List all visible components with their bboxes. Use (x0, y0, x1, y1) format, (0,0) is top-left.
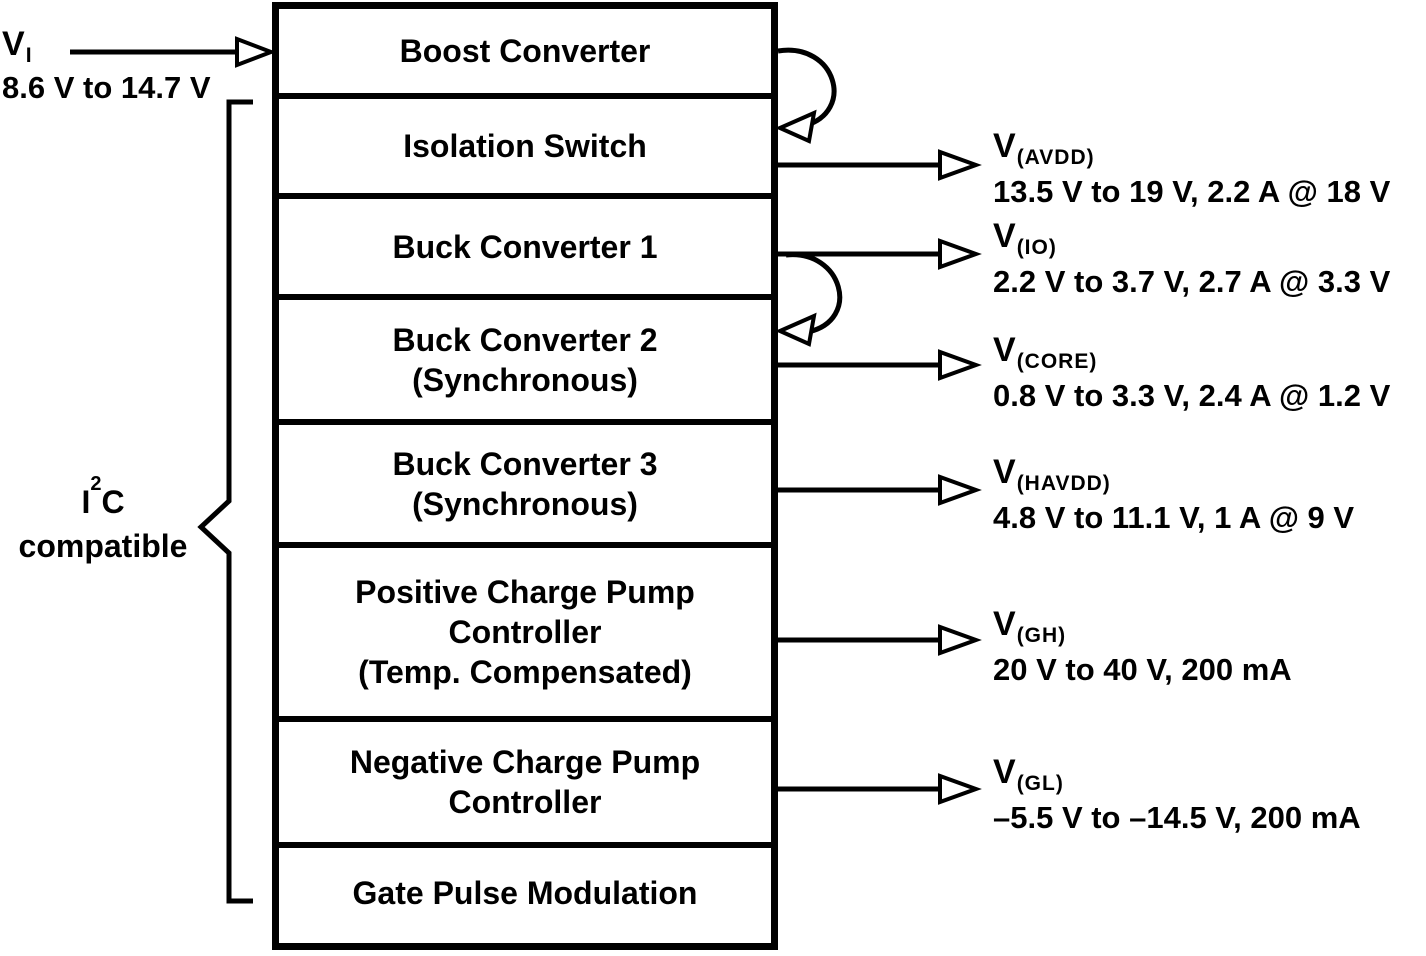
input-voltage-label: VI 8.6 V to 14.7 V (2, 24, 211, 107)
block-label: Buck Converter 3 (392, 445, 658, 482)
block-negative-charge-pump-controller: Negative Charge Pump Controller (279, 722, 771, 848)
converter-block-stack: Boost Converter Isolation Switch Buck Co… (272, 2, 778, 950)
block-label: Negative Charge Pump (349, 744, 701, 780)
block-label: Buck Converter 1 (392, 228, 658, 265)
output-subscript: (GH) (1016, 624, 1067, 647)
block-boost-converter: Boost Converter (279, 9, 771, 99)
block-positive-charge-pump-controller: Positive Charge Pump Controller (Temp. C… (279, 548, 771, 722)
output-spec: 20 V to 40 V, 200 mA (993, 652, 1292, 687)
output-arrow-core (778, 349, 982, 381)
block-label: Positive Charge Pump (355, 574, 695, 610)
output-label-io: V(IO) 2.2 V to 3.7 V, 2.7 A @ 3.3 V (993, 217, 1391, 299)
output-subscript: (CORE) (1016, 350, 1098, 373)
input-symbol-v: V (2, 25, 25, 63)
output-label-havdd: V(HAVDD) 4.8 V to 11.1 V, 1 A @ 9 V (993, 453, 1355, 535)
block-label: Controller (448, 784, 602, 820)
i2c-label-line1: I2C (81, 473, 125, 520)
block-label: Gate Pulse Modulation (352, 874, 698, 911)
output-subscript: (AVDD) (1016, 146, 1095, 169)
output-label-core: V(CORE) 0.8 V to 3.3 V, 2.4 A @ 1.2 V (993, 331, 1391, 413)
boost-feedback-loop-arrow (775, 47, 837, 144)
output-arrow-gl (778, 773, 982, 805)
input-symbol-subscript: I (25, 44, 33, 67)
output-spec: –5.5 V to –14.5 V, 200 mA (993, 800, 1361, 835)
block-buck-converter-3: Buck Converter 3 (Synchronous) (279, 425, 771, 548)
block-label: (Temp. Compensated) (358, 654, 692, 690)
output-subscript: (IO) (1016, 236, 1057, 259)
output-arrow-gh (778, 624, 982, 656)
output-label-gl: V(GL) –5.5 V to –14.5 V, 200 mA (993, 753, 1361, 835)
output-spec: 0.8 V to 3.3 V, 2.4 A @ 1.2 V (993, 378, 1391, 413)
buck-feedback-loop-arrow (775, 252, 843, 347)
output-subscript: (HAVDD) (1016, 472, 1111, 495)
output-subscript: (GL) (1016, 772, 1064, 795)
block-buck-converter-2: Buck Converter 2 (Synchronous) (279, 300, 771, 425)
block-label: Isolation Switch (403, 128, 647, 164)
output-label-avdd: V(AVDD) 13.5 V to 19 V, 2.2 A @ 18 V (993, 127, 1391, 209)
block-gate-pulse-modulation: Gate Pulse Modulation (279, 848, 771, 937)
input-voltage-range: 8.6 V to 14.7 V (2, 70, 211, 105)
i2c-brace (197, 99, 253, 904)
block-label: Boost Converter (399, 33, 651, 69)
input-voltage-symbol: VI (2, 24, 211, 69)
block-label: Controller (448, 614, 602, 650)
block-buck-converter-1: Buck Converter 1 (279, 199, 771, 300)
output-arrow-havdd (778, 474, 982, 506)
output-label-gh: V(GH) 20 V to 40 V, 200 mA (993, 605, 1292, 687)
block-label: (Synchronous) (412, 361, 638, 398)
output-spec: 4.8 V to 11.1 V, 1 A @ 9 V (993, 500, 1355, 535)
block-label: Buck Converter 2 (392, 321, 658, 358)
output-spec: 2.2 V to 3.7 V, 2.7 A @ 3.3 V (993, 264, 1391, 299)
block-label: (Synchronous) (412, 485, 638, 522)
output-spec: 13.5 V to 19 V, 2.2 A @ 18 V (993, 174, 1391, 209)
i2c-compatible-label: I2C compatible (0, 473, 206, 568)
output-arrow-io (778, 238, 982, 270)
i2c-label-line2: compatible (18, 528, 188, 564)
block-isolation-switch: Isolation Switch (279, 99, 771, 199)
output-arrow-avdd (778, 149, 982, 181)
input-arrow (70, 36, 277, 68)
